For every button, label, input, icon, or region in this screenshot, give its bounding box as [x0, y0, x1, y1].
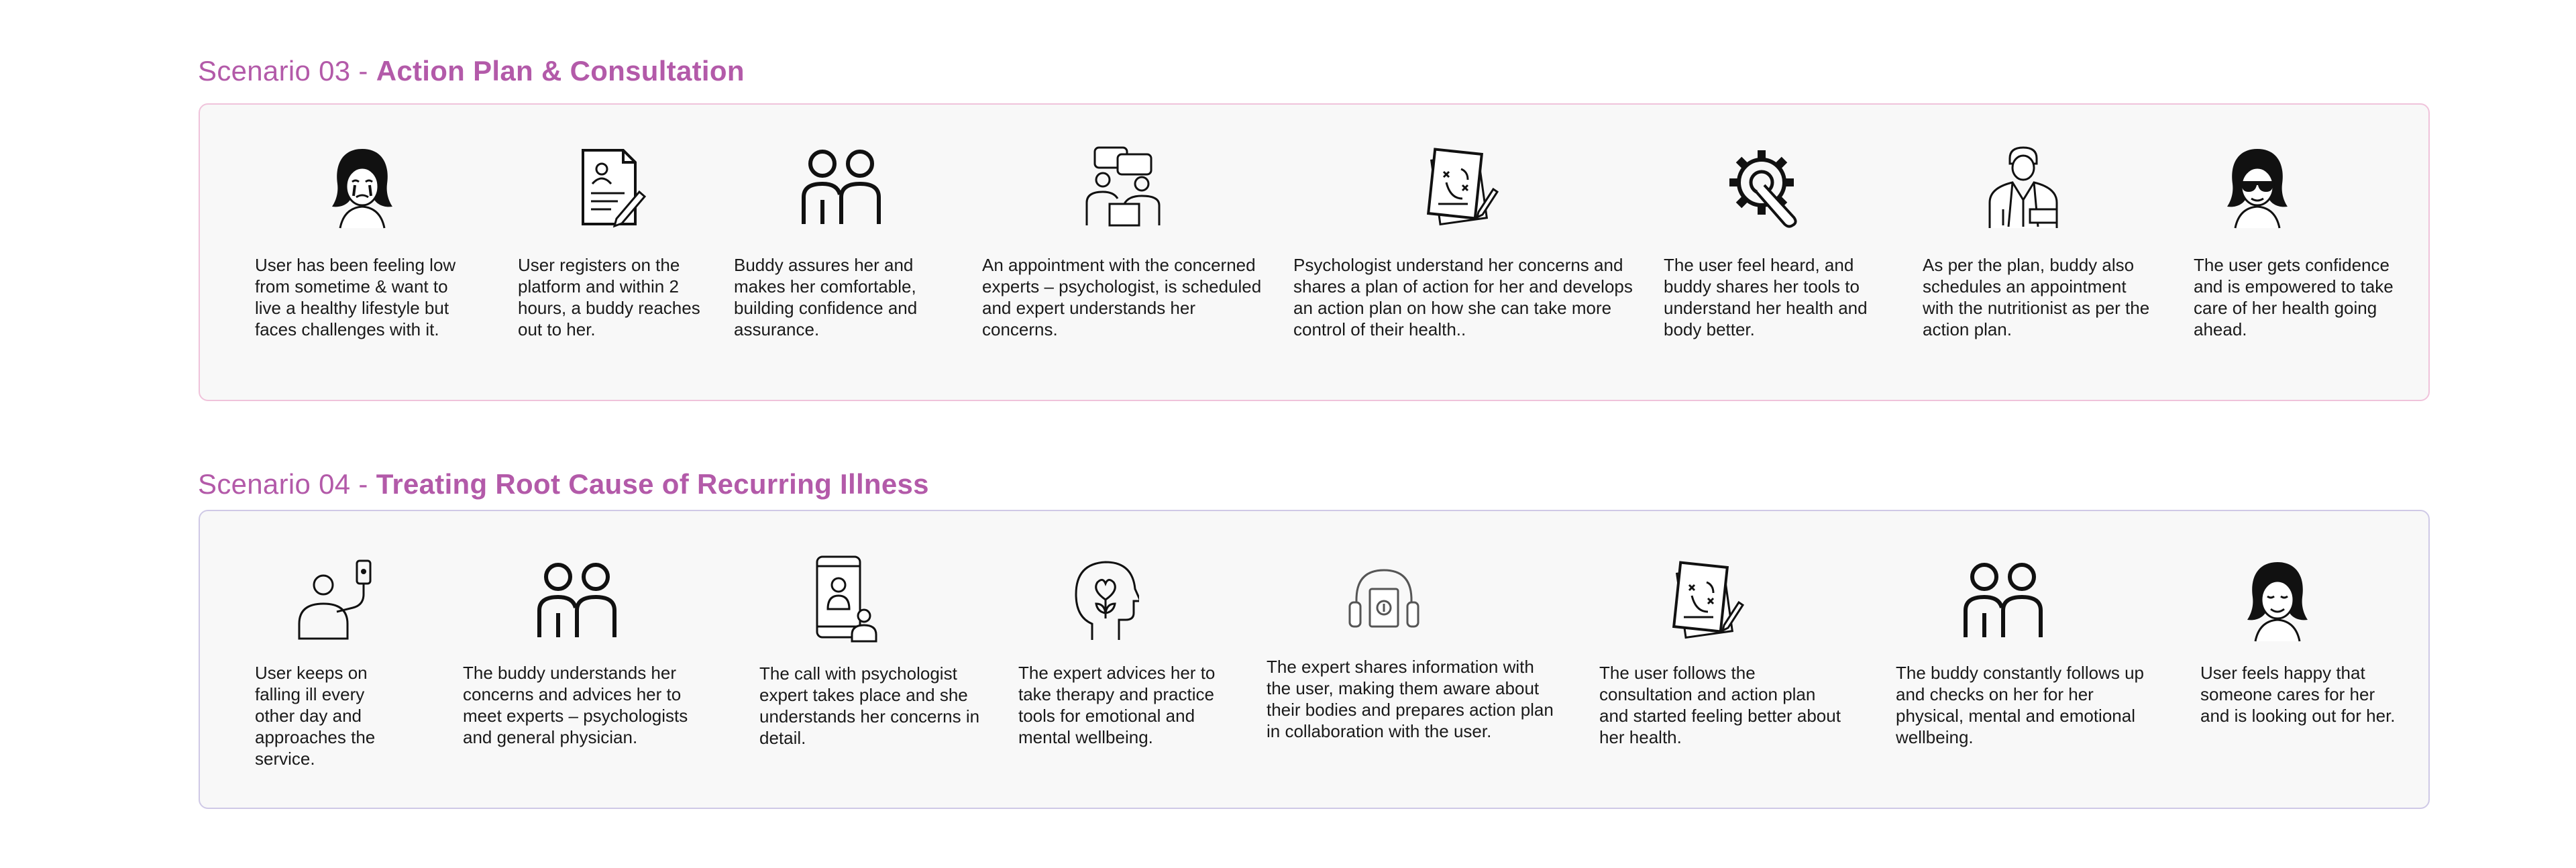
step-caption: The user follows the consultation and ac…: [1599, 663, 1841, 747]
scenario-03-step-3: Buddy assures her and makes her comforta…: [734, 105, 949, 340]
scenario-03-step-1: User has been feeling low from sometime …: [255, 105, 470, 340]
nutritionist-doctor-icon: [1983, 145, 2063, 229]
step-caption: As per the plan, buddy also schedules an…: [1923, 255, 2150, 339]
scenario-03-step-5: Psychologist understand her concerns and…: [1293, 105, 1642, 340]
step-caption: User has been feeling low from sometime …: [255, 255, 456, 339]
step-caption: User feels happy that someone cares for …: [2200, 663, 2396, 726]
scenario-03-step-6: The user feel heard, and buddy shares he…: [1664, 105, 1892, 340]
gear-wrench-tools-icon: [1724, 145, 1805, 229]
step-caption: User registers on the platform and withi…: [518, 255, 700, 339]
scenario-04-step-7: The buddy constantly follows up and chec…: [1896, 511, 2144, 748]
happy-woman-icon: [2241, 558, 2314, 642]
scenario-04-step-4: The expert advices her to take therapy a…: [1018, 511, 1226, 748]
registration-form-icon: [575, 145, 649, 229]
step-caption: User keeps on falling ill every other da…: [255, 663, 376, 769]
scenario-04-name: Treating Root Cause of Recurring Illness: [376, 468, 929, 500]
step-caption: The user feel heard, and buddy shares he…: [1664, 255, 1868, 339]
scenario-03-step-8: The user gets confidence and is empowere…: [2194, 105, 2415, 340]
headphones-audio-book-icon: [1347, 562, 1421, 636]
scenario-04-panel: User keeps on falling ill every other da…: [199, 510, 2430, 809]
scenario-04-step-2: The buddy understands her concerns and a…: [463, 511, 711, 748]
step-caption: The expert advices her to take therapy a…: [1018, 663, 1216, 747]
scenario-04-prefix: Scenario 04 -: [198, 468, 376, 500]
scenario-03-step-4: An appointment with the concerned expert…: [982, 105, 1264, 340]
two-people-buddy-icon: [801, 145, 881, 229]
step-caption: Psychologist understand her concerns and…: [1293, 255, 1633, 339]
step-caption: The buddy constantly follows up and chec…: [1896, 663, 2144, 747]
video-call-phone-icon: [813, 554, 880, 643]
two-people-buddy-icon: [1963, 558, 2043, 642]
step-caption: Buddy assures her and makes her comforta…: [734, 255, 918, 339]
confident-woman-sunglasses-icon: [2220, 145, 2294, 229]
step-caption: An appointment with the concerned expert…: [982, 255, 1262, 339]
scenario-03-name: Action Plan & Consultation: [376, 55, 745, 87]
step-caption: The buddy understands her concerns and a…: [463, 663, 688, 747]
scenario-04-step-5: The expert shares information with the u…: [1267, 511, 1562, 742]
scenario-04-step-3: The call with psychologist expert takes …: [759, 511, 981, 749]
sad-woman-crying-icon: [325, 145, 399, 229]
scenario-04-title: Scenario 04 - Treating Root Cause of Rec…: [198, 468, 929, 500]
scenario-03-title: Scenario 03 - Action Plan & Consultation: [198, 55, 745, 87]
consultation-appointment-icon: [1083, 145, 1163, 229]
scenario-04-step-6: The user follows the consultation and ac…: [1599, 511, 1841, 748]
step-caption: The call with psychologist expert takes …: [759, 663, 980, 748]
strategy-plan-document-icon: [1666, 558, 1747, 642]
step-caption: The expert shares information with the u…: [1267, 657, 1554, 741]
step-caption: The user gets confidence and is empowere…: [2194, 255, 2394, 339]
scenario-03-step-2: User registers on the platform and withi…: [518, 105, 706, 340]
scenario-04-step-8: User feels happy that someone cares for …: [2200, 511, 2408, 726]
strategy-plan-document-icon: [1421, 145, 1501, 229]
mind-heart-wellbeing-icon: [1072, 558, 1139, 642]
scenario-03-prefix: Scenario 03 -: [198, 55, 376, 87]
scenario-04-step-1: User keeps on falling ill every other da…: [255, 511, 402, 769]
scenario-03-step-7: As per the plan, buddy also schedules an…: [1923, 105, 2151, 340]
two-people-buddy-icon: [537, 558, 617, 642]
person-iv-drip-icon: [295, 558, 376, 642]
scenario-03-panel: User has been feeling low from sometime …: [199, 103, 2430, 401]
